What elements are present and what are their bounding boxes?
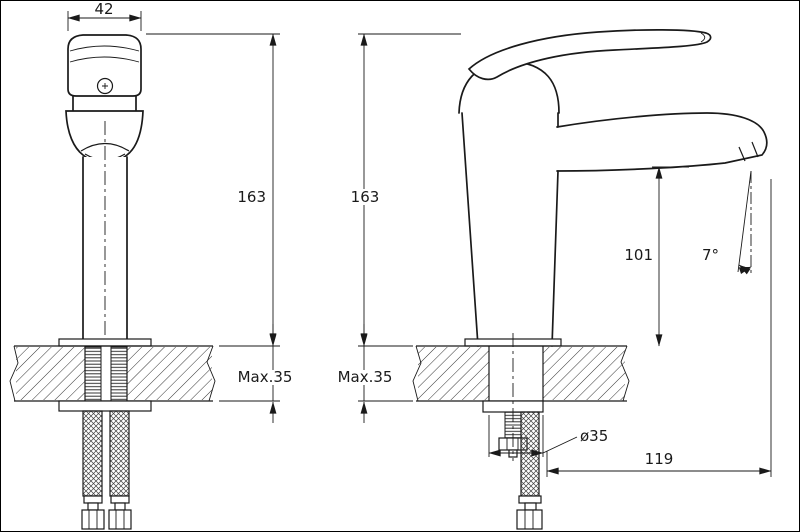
hose-neck [524,502,537,511]
hose-nut [81,509,105,530]
broken-edge-right [620,345,630,402]
dim-hole-dia35: ø35 [488,415,608,457]
dim-height-front-163: 163 [146,33,280,347]
body-right-edge [551,112,559,347]
base-flange [58,338,152,347]
dim-label-deck-front: Max.35 [238,368,293,386]
dim-label-reach: 119 [645,450,674,468]
dim-reach-119: 119 [546,179,772,477]
hose-neck [114,502,126,511]
body-column-edges [82,156,128,340]
hose-neck [87,502,99,511]
dim-label-hole: ø35 [580,427,608,445]
dim-width-42: 42 [67,1,142,31]
broken-edge-left [9,345,19,402]
spout-housing-front [65,110,144,165]
countertop-front [9,345,216,402]
faucet-side [458,29,768,347]
dim-label-deck-side: Max.35 [338,368,393,386]
nut-facets [88,510,98,529]
dim-label-height-front: 163 [237,188,266,206]
nut-facets [524,510,534,529]
handle-contour-line [69,45,140,52]
body-fill [462,113,558,346]
dim-height-side-163: 163 [346,33,461,347]
body-left-edge [461,112,479,347]
neck-edges [72,95,137,112]
hatch-left [418,347,489,400]
dim-label-width: 42 [94,1,113,18]
supply-hose [109,410,130,497]
dim-angle-7deg: 7° [702,170,752,275]
angle-arc [738,264,752,275]
hose-nut [108,509,132,530]
front-view: 42 [9,1,300,530]
dim-label-angle: 7° [702,246,719,264]
spout-fill [557,113,767,171]
label-mask [331,370,399,385]
label-mask [346,189,384,205]
faucet-front [58,34,152,347]
dim-label-spout-height: 101 [624,246,653,264]
under-deck-side [482,333,544,530]
supply-hose [82,410,103,497]
hatch-right [127,347,212,400]
aerator-lines [738,141,759,162]
hatch-right [543,347,625,400]
lever-tip-detail [700,32,706,43]
dim-spout-height-101: 101 [624,166,689,347]
dim-deck-front-max35: Max.35 [219,324,300,423]
hose-collar [518,495,542,504]
hose-nut [516,509,543,530]
broken-edge-left [412,345,422,402]
nut-facets [115,510,125,529]
supply-hose [520,411,540,497]
leader-line [542,436,578,454]
mounting-washer [58,400,152,412]
hatch-left [16,347,85,400]
mount-hole-edges [488,346,544,401]
under-deck-front [58,346,152,530]
screw-cross [102,83,108,89]
stream-angle-line [737,170,752,273]
threaded-tail [84,346,102,410]
handle-contour-line [69,56,140,63]
spout-outline [556,112,768,172]
handle-cap-front [67,34,142,97]
countertop-side [412,345,630,402]
broken-edge-right [206,345,216,402]
label-mask [230,370,300,385]
side-view: 163 Max.35 7° [331,29,772,530]
hose-collar [83,495,103,504]
spout-mouth-arc [80,142,130,152]
dim-deck-side-max35: Max.35 [331,324,413,423]
threaded-tail [110,346,128,410]
handle-lever [467,29,712,81]
dim-label-height-side: 163 [351,188,380,206]
nut-facets [506,438,519,450]
hose-collar [110,495,130,504]
